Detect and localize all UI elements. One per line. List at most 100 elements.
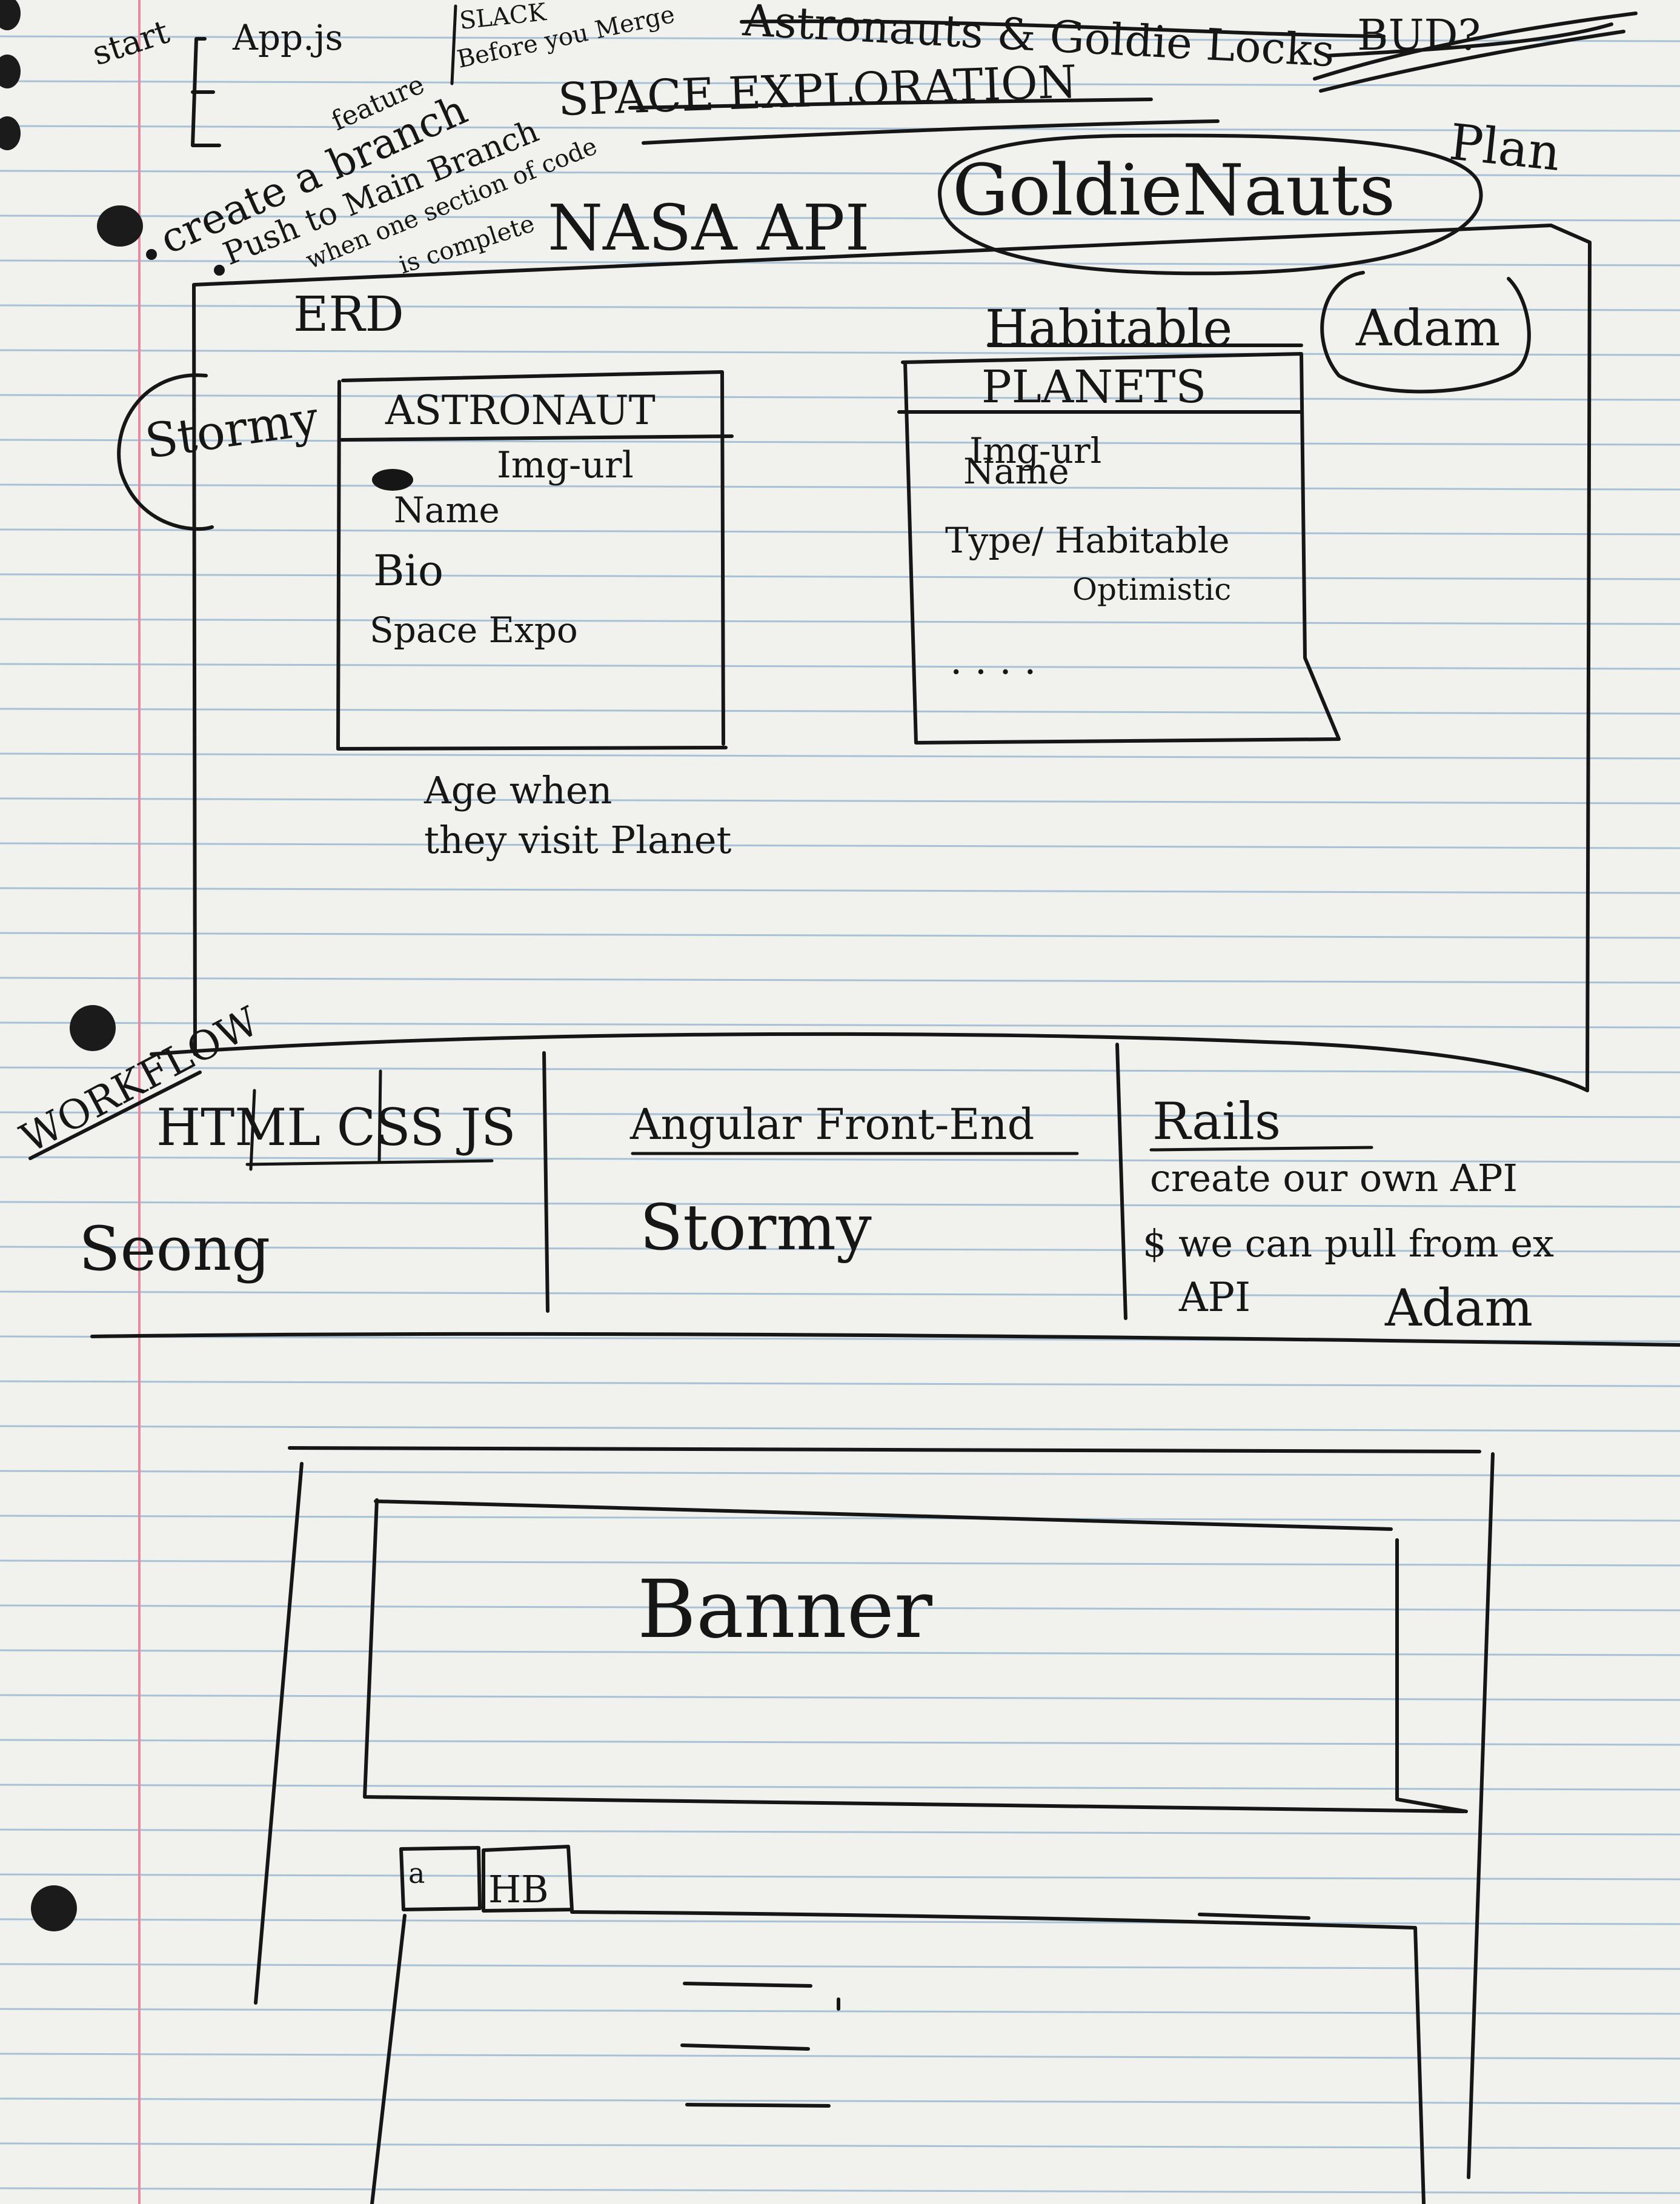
banner-label: Banner <box>637 1563 933 1656</box>
scribble-mark <box>372 469 413 491</box>
bullet-dot <box>146 249 157 260</box>
ruled-line <box>0 1559 1680 1567</box>
ruled-line <box>0 2097 1680 2105</box>
ruled-line <box>0 977 1680 984</box>
astronaut-note-line-1: Age when <box>423 768 612 812</box>
astronaut-owner: Stormy <box>142 391 322 470</box>
ruled-line <box>0 214 1680 222</box>
astronaut-field-img: Img-url <box>497 444 634 486</box>
workflow-col-3-note-1: create our own API <box>1150 1156 1518 1200</box>
wireframe-tab-1: a <box>408 1857 425 1890</box>
nasa-api-label: NASA API <box>548 191 870 265</box>
workflow-col-2-owner: Stormy <box>640 1190 872 1264</box>
ruled-line <box>0 1515 1680 1522</box>
ruled-line <box>0 1201 1680 1208</box>
astronaut-field-bio: Bio <box>373 546 443 596</box>
ruled-line <box>0 1784 1680 1791</box>
ruled-line <box>0 304 1680 311</box>
planets-entity-title: PLANETS <box>981 361 1206 413</box>
ruled-line <box>0 170 1680 177</box>
ruled-line <box>0 618 1680 625</box>
punch-hole <box>97 205 143 247</box>
ruled-line <box>0 1290 1680 1298</box>
ruled-line <box>0 259 1680 267</box>
planets-field-optimistic: Optimistic <box>1072 572 1231 607</box>
ruled-line <box>0 528 1680 536</box>
astronaut-entity-box: ASTRONAUT Img-url Name Bio Space Expo <box>336 370 734 751</box>
ruled-line <box>0 1066 1680 1074</box>
ruled-line <box>0 349 1680 356</box>
workflow-col-3-title: Rails <box>1152 1092 1281 1151</box>
ruled-line <box>0 80 1680 87</box>
ruled-line <box>0 1470 1680 1477</box>
workflow-col-3-note-2: $ we can pull from ex <box>1143 1221 1554 1266</box>
planets-field-more: . . . . <box>950 639 1036 683</box>
branch-item-appjs: App.js <box>232 17 343 58</box>
astronaut-field-name: Name <box>394 490 500 531</box>
planets-field-type: Type/ Habitable <box>945 520 1230 561</box>
ruled-line <box>0 125 1680 132</box>
ruled-line <box>0 1918 1680 1925</box>
astronaut-owner-circle <box>117 373 214 531</box>
ruled-line <box>0 663 1680 670</box>
astronaut-field-spaceexpo: Space Expo <box>370 609 578 651</box>
ruled-lines <box>0 35 1680 2194</box>
title-ideas: Astronauts & Goldie Locks BUD? SPACE EXP… <box>548 0 1638 276</box>
ruled-line <box>0 35 1680 42</box>
ruled-line <box>0 1739 1680 1746</box>
wireframe-tab-2: HB <box>488 1867 549 1911</box>
project-name: GoldieNauts <box>952 150 1395 231</box>
planets-owner: Adam <box>1355 300 1500 357</box>
ruled-line <box>0 2053 1680 2060</box>
ruled-line <box>0 573 1680 580</box>
punch-holes <box>0 0 143 1931</box>
punch-hole <box>0 55 21 88</box>
erd-label: ERD <box>293 286 404 342</box>
ruled-line <box>0 1649 1680 1656</box>
ruled-line <box>0 797 1680 805</box>
start-label: start <box>88 12 174 73</box>
ruled-line <box>0 483 1680 491</box>
workflow-col-3-note-3: API <box>1178 1274 1250 1321</box>
punch-hole <box>0 116 21 150</box>
ruled-line <box>0 752 1680 760</box>
ruled-line <box>0 1604 1680 1612</box>
bullet-dot <box>214 265 225 276</box>
workflow-col-1-owner: Seong <box>79 1213 270 1284</box>
workflow-col-2-title: Angular Front-End <box>629 1100 1034 1149</box>
planets-entity-box: Habitable PLANETS Img-url Name Type/ Hab… <box>897 300 1341 745</box>
ruled-line <box>0 1873 1680 1880</box>
ruled-line <box>0 1246 1680 1253</box>
planets-field-name: Name <box>963 451 1069 492</box>
punch-hole <box>0 0 21 30</box>
erd-section: ERD Stormy ASTRONAUT Img-url Name Bio Sp… <box>117 224 1592 1092</box>
punch-hole <box>70 1005 116 1051</box>
ruled-line <box>0 842 1680 849</box>
ruled-line <box>0 2187 1680 2194</box>
ruled-line <box>0 1425 1680 1432</box>
ruled-line <box>0 1111 1680 1118</box>
astronaut-note-line-2: they visit Planet <box>424 818 732 862</box>
workflow-col-1-title: HTML CSS JS <box>156 1098 516 1157</box>
ruled-line <box>0 1694 1680 1701</box>
ruled-line <box>0 1021 1680 1029</box>
ruled-line <box>0 439 1680 446</box>
ruled-line <box>0 932 1680 939</box>
planets-entity-title-top: Habitable <box>985 300 1232 357</box>
banner-box <box>363 1498 1468 1813</box>
ruled-line <box>0 1380 1680 1387</box>
ruled-line <box>0 2142 1680 2149</box>
ruled-line <box>0 1963 1680 1970</box>
ruled-line <box>0 2008 1680 2015</box>
plan-label: Plan <box>1447 113 1563 182</box>
ruled-line <box>0 1156 1680 1163</box>
ruled-line <box>0 708 1680 715</box>
struck-title-space: SPACE EXPLORATION <box>557 56 1078 126</box>
project-name-circle <box>938 133 1483 276</box>
planets-field-img: Img-url <box>969 430 1101 471</box>
workflow-col-3-owner: Adam <box>1384 1278 1533 1338</box>
ruled-line <box>0 1828 1680 1836</box>
ruled-line <box>0 394 1680 401</box>
planets-owner-circle <box>1320 271 1531 394</box>
